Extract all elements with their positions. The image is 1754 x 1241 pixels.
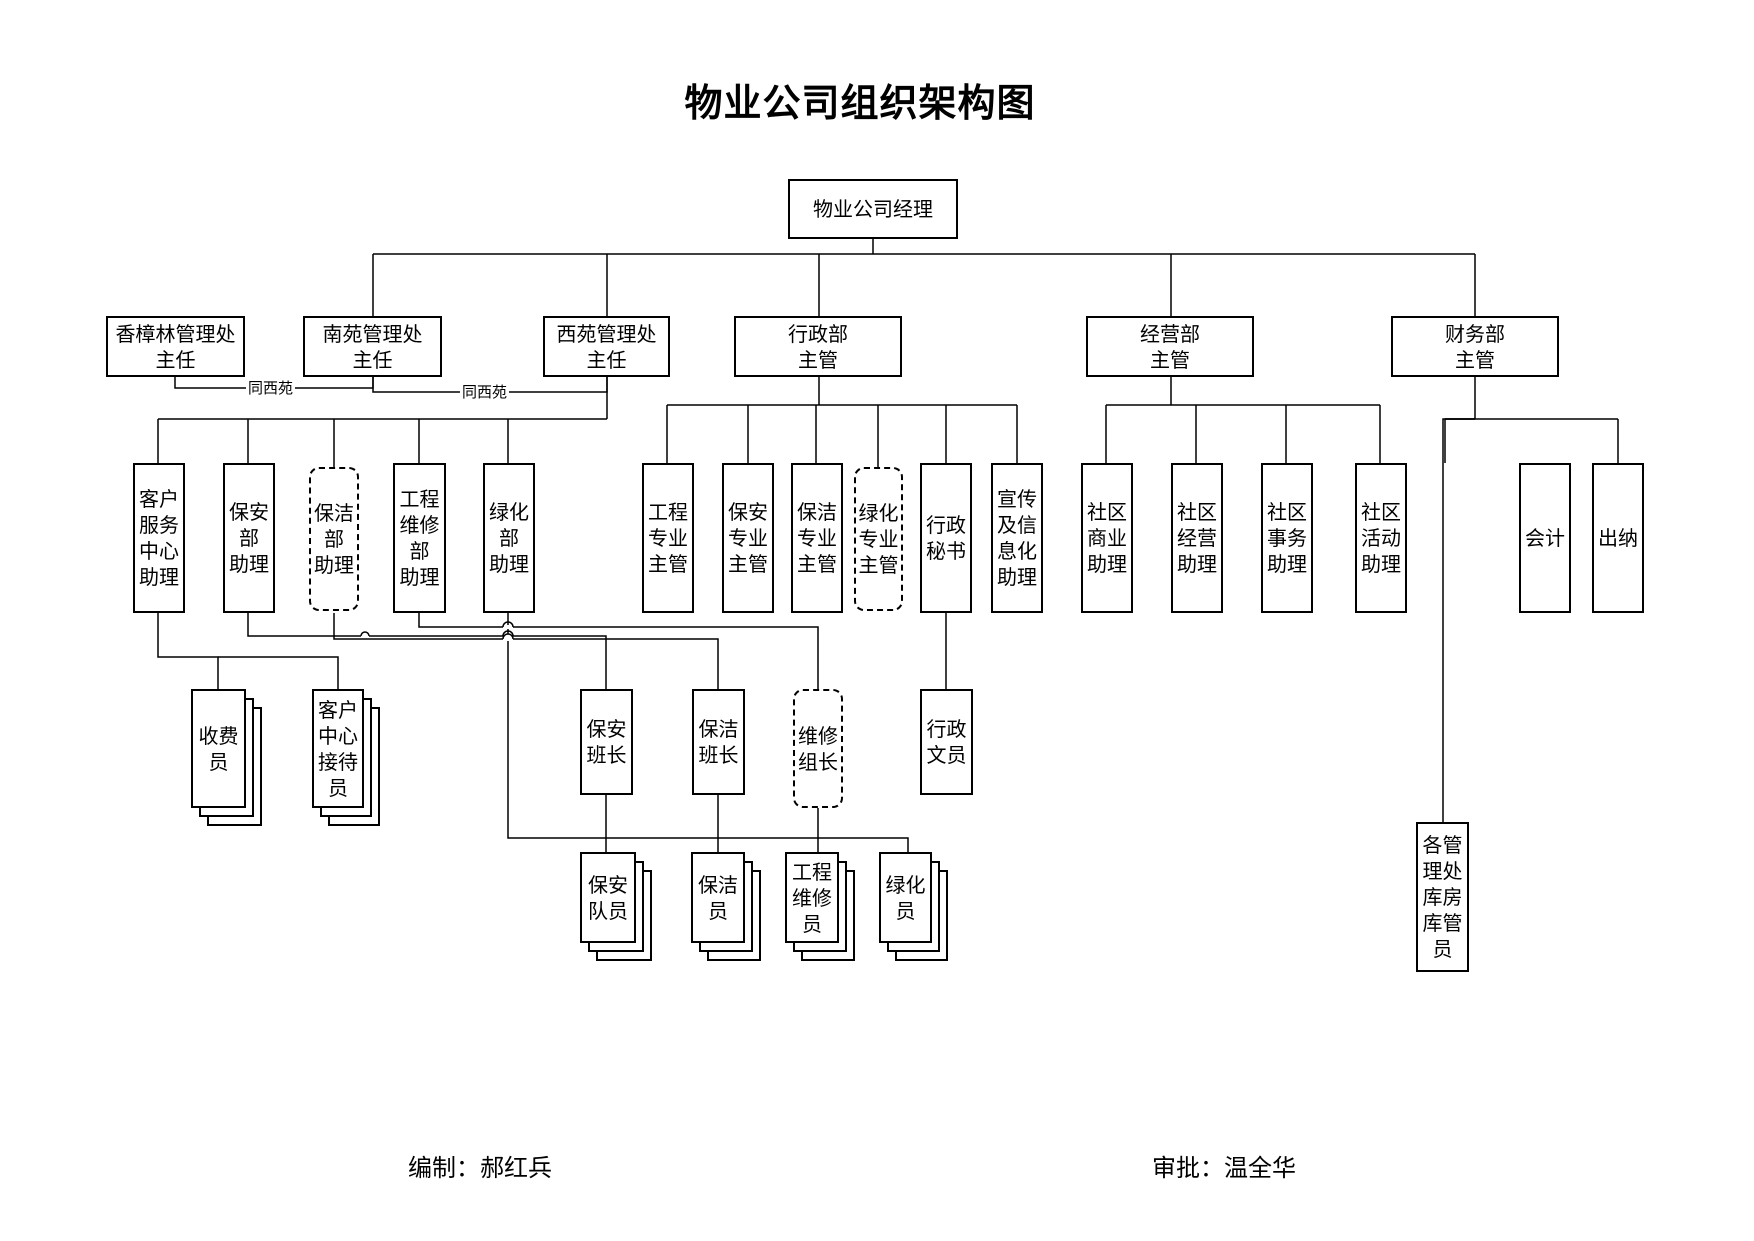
node-security-team-leader: 保安 班长	[580, 689, 633, 795]
node-warehouse-keeper: 各管 理处 库房 库管 员	[1416, 822, 1469, 972]
node-gardener: 绿化 员	[879, 852, 932, 943]
node-security-guard: 保安 队员	[580, 852, 636, 943]
node-manager: 物业公司经理	[788, 179, 958, 239]
node-cashier: 出纳	[1592, 463, 1644, 613]
node-community-commerce-asst: 社区 商业 助理	[1081, 463, 1133, 613]
node-engineering-asst: 工程 维修 部 助理	[393, 463, 446, 613]
node-engineering-supervisor: 工程 专业 主管	[642, 463, 694, 613]
compiled-by-label: 编制：	[408, 1154, 480, 1182]
node-cleaning-team-leader: 保洁 班长	[692, 689, 745, 795]
note-same-as-xiyuan: 同西苑	[460, 383, 510, 401]
node-xiyuan-director: 西苑管理处 主任	[543, 316, 670, 377]
compiled-by-name: 郝红兵	[480, 1154, 552, 1182]
node-security-supervisor: 保安 专业 主管	[722, 463, 774, 613]
node-fee-collector: 收费 员	[191, 689, 246, 808]
node-admin-head: 行政部 主管	[734, 316, 902, 377]
node-community-operations-asst: 社区 经营 助理	[1171, 463, 1223, 613]
compiled-by: 编制：郝红兵	[408, 1148, 552, 1183]
node-accountant: 会计	[1519, 463, 1571, 613]
node-cleaning-supervisor: 保洁 专业 主管	[791, 463, 843, 613]
node-community-affairs-asst: 社区 事务 助理	[1261, 463, 1313, 613]
node-business-head: 经营部 主管	[1086, 316, 1254, 377]
approved-by-name: 温全华	[1224, 1154, 1296, 1182]
node-admin-secretary: 行政 秘书	[920, 463, 972, 613]
node-repair-technician: 工程 维修 员	[785, 852, 839, 943]
node-greening-supervisor: 绿化 专业 主管	[854, 467, 903, 611]
node-customer-service-asst: 客户 服务 中心 助理	[133, 463, 185, 613]
node-cleaning-asst: 保洁 部 助理	[309, 467, 359, 611]
node-cleaner: 保洁 员	[691, 852, 745, 943]
approved-by: 审批：温全华	[1152, 1148, 1296, 1183]
node-finance-head: 财务部 主管	[1391, 316, 1559, 377]
node-xiangzhanglin-director: 香樟林管理处 主任	[106, 316, 245, 377]
node-reception-staff: 客户 中心 接待 员	[312, 689, 364, 808]
node-greening-asst: 绿化 部 助理	[483, 463, 535, 613]
node-nanyuan-director: 南苑管理处 主任	[303, 316, 442, 377]
note-same-as-xiyuan: 同西苑	[246, 379, 296, 397]
node-security-asst: 保安 部 助理	[223, 463, 275, 613]
page-title: 物业公司组织架构图	[684, 81, 1036, 125]
node-publicity-asst: 宣传 及信 息化 助理	[991, 463, 1043, 613]
approved-by-label: 审批：	[1152, 1154, 1224, 1182]
node-community-events-asst: 社区 活动 助理	[1355, 463, 1407, 613]
node-repair-group-leader: 维修 组长	[793, 689, 843, 808]
node-admin-clerk: 行政 文员	[920, 689, 973, 795]
